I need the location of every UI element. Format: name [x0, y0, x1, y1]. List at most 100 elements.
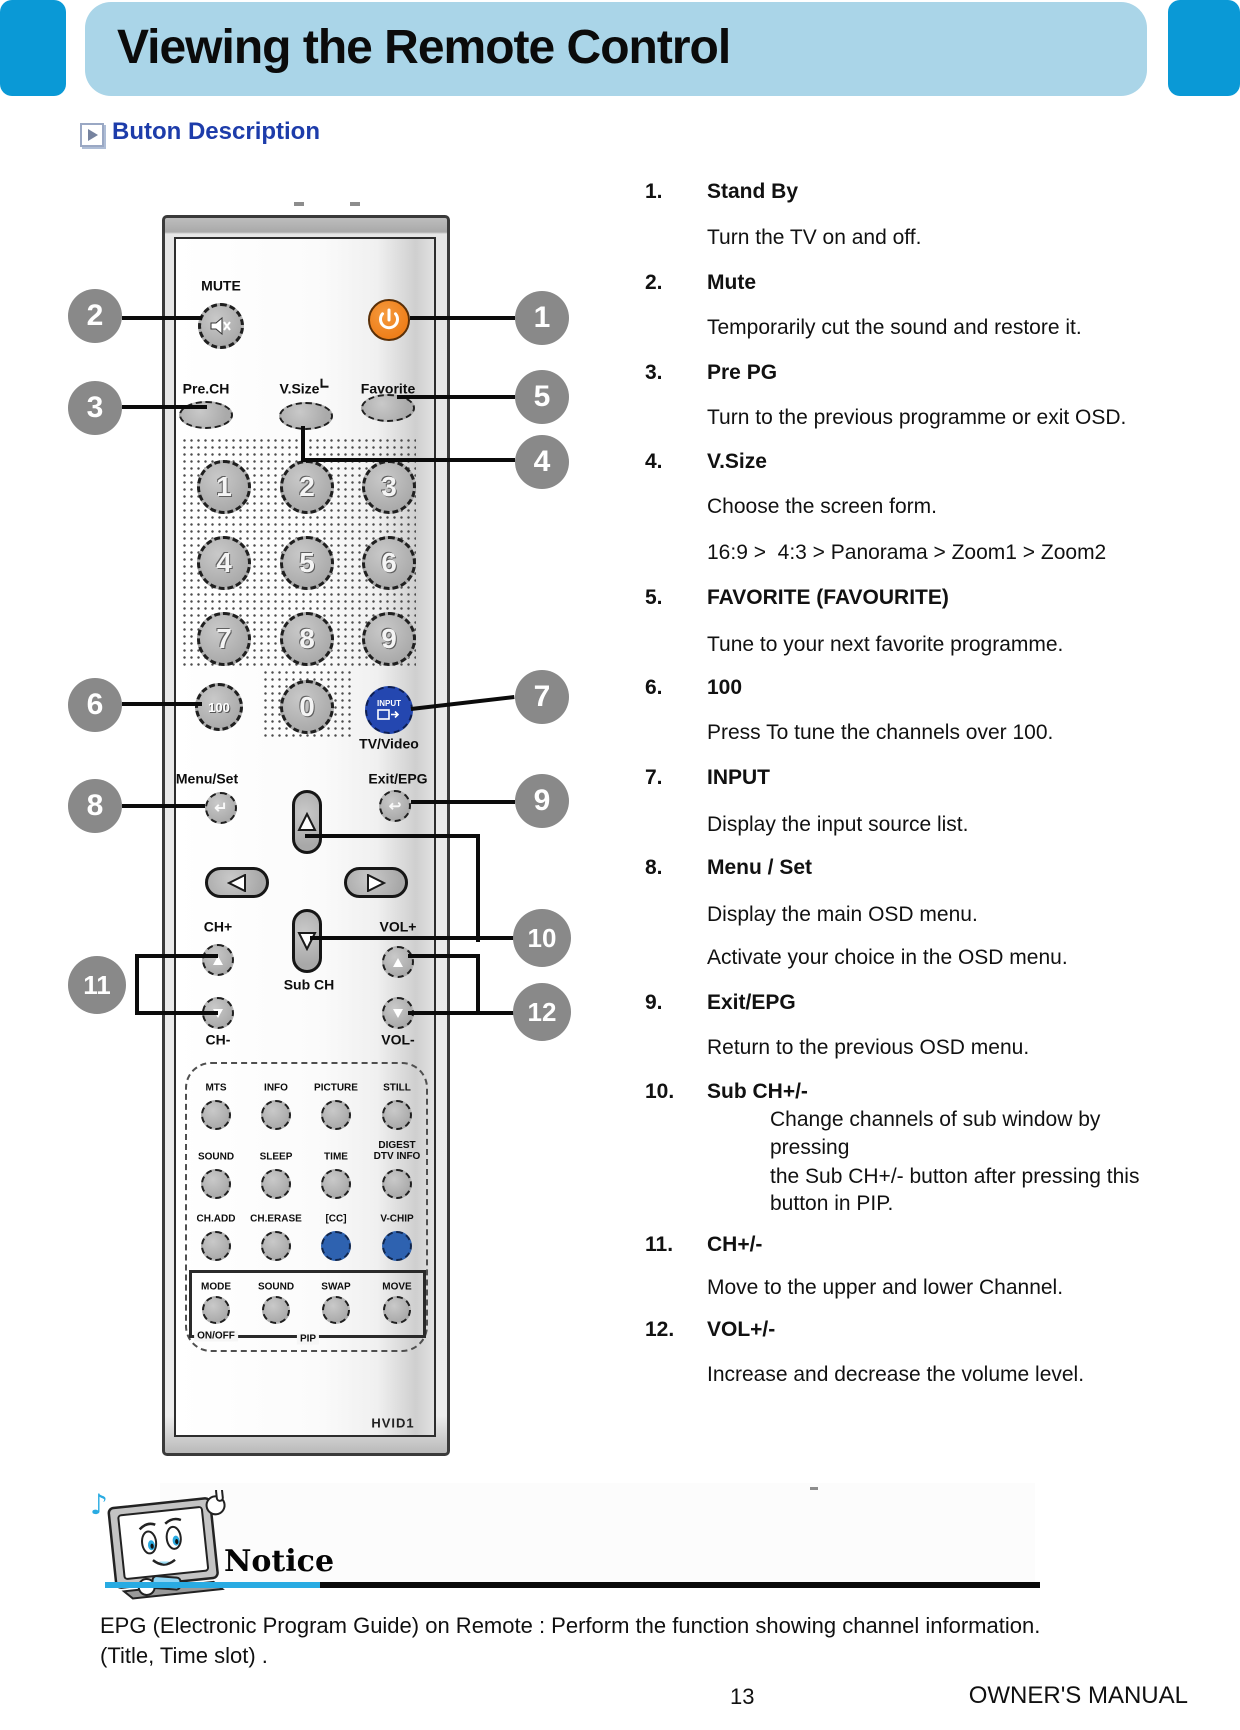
power-icon — [379, 308, 399, 330]
desc-4-body2: 16:9 > 4:3 > Panorama > Zoom1 > Zoom2 — [707, 541, 1107, 564]
desc-11-body: Move to the upper and lower Channel. — [707, 1276, 1064, 1299]
mute-button — [198, 303, 244, 349]
desc-9-header: 9.Exit/EPG — [645, 991, 796, 1014]
digit-6-button: 6 — [362, 536, 416, 590]
digit-9-button: 9 — [362, 612, 416, 666]
hundred-button: 100 — [195, 683, 243, 731]
digit-3-button: 3 — [362, 460, 416, 514]
callout-line-4 — [301, 458, 515, 462]
swap-label: SWAP — [321, 1281, 351, 1293]
input-button: INPUT — [365, 686, 413, 734]
desc-7-header: 7.INPUT — [645, 766, 770, 789]
still-label: STILL — [383, 1082, 411, 1094]
mute-speaker-icon — [210, 316, 231, 336]
up-triangle-icon — [393, 957, 403, 967]
v-chip-label: V-CHIP — [380, 1213, 414, 1225]
page-title: Viewing the Remote Control — [117, 21, 731, 74]
arrow-up-button — [292, 790, 322, 854]
desc-8-header: 8.Menu / Set — [645, 856, 813, 879]
menu-set-button: ↵ — [205, 792, 237, 824]
desc-11-header: 11.CH+/- — [645, 1233, 763, 1256]
mts-button — [201, 1100, 231, 1130]
desc-5-header: 5.FAVORITE (FAVOURITE) — [645, 586, 949, 609]
manual-label: OWNER'S MANUAL — [968, 1682, 1188, 1709]
callout-line-6 — [122, 702, 202, 706]
menu-set-label: Menu/Set — [175, 770, 239, 787]
desc-8-body: Display the main OSD menu. — [707, 903, 978, 926]
mute-label: MUTE — [201, 277, 241, 294]
tv-video-label: TV/Video — [359, 735, 419, 752]
callout-8: 8 — [68, 779, 122, 833]
callout-line-2 — [122, 316, 202, 320]
favorite-label: Favorite — [360, 380, 416, 397]
source-box-arrow-icon — [377, 708, 400, 720]
callout-11: 11 — [68, 956, 126, 1014]
arrow-up-icon — [297, 812, 317, 831]
callout-line-11-bottom — [137, 1011, 218, 1015]
move-button — [383, 1296, 411, 1324]
arrow-left-icon — [227, 873, 246, 892]
callout-12: 12 — [513, 983, 571, 1041]
page-number: 13 — [730, 1684, 755, 1709]
epg-note-line1: EPG (Electronic Program Guide) on Remote… — [100, 1613, 1041, 1638]
play-icon — [80, 123, 104, 147]
notice-rule-cyan — [105, 1582, 320, 1588]
desc-12-header: 12.VOL+/- — [645, 1318, 776, 1341]
scan-artifact-dot — [294, 202, 304, 206]
ch-add-button — [201, 1231, 231, 1261]
mode-button — [202, 1296, 230, 1324]
desc-6-header: 6.100 — [645, 676, 743, 699]
notice-rule-black — [320, 1582, 1040, 1588]
epg-note-line2: (Title, Time slot) . — [100, 1643, 268, 1668]
notice-panel — [160, 1483, 1035, 1583]
section-title: Buton Description — [112, 118, 320, 145]
vol-minus-label: VOL- — [381, 1031, 415, 1048]
pre-ch-label: Pre.CH — [182, 380, 230, 397]
callout-6: 6 — [68, 678, 122, 732]
power-button — [368, 299, 410, 341]
callout-4: 4 — [515, 435, 569, 489]
arrow-down-button — [292, 909, 322, 973]
scan-artifact-dot — [810, 1487, 818, 1490]
on-off-label: ON/OFF — [194, 1330, 238, 1342]
desc-6-body: Press To tune the channels over 100. — [707, 721, 1054, 744]
callout-line-9 — [411, 800, 515, 804]
desc-2-body: Temporarily cut the sound and restore it… — [707, 316, 1082, 339]
callout-line-12-bottom — [408, 1011, 516, 1015]
desc-12-body: Increase and decrease the volume level. — [707, 1363, 1085, 1386]
up-triangle-icon — [213, 955, 223, 965]
desc-8-body2: Activate your choice in the OSD menu. — [707, 946, 1068, 969]
sub-ch-label: Sub CH — [283, 976, 335, 993]
desc-3-header: 3.Pre PG — [645, 361, 778, 384]
ch-add-label: CH.ADD — [196, 1213, 236, 1225]
ch-erase-label: CH.ERASE — [250, 1213, 302, 1225]
desc-10-header: 10.Sub CH+/- — [645, 1080, 808, 1103]
header-right-bar — [1168, 0, 1240, 96]
callout-9: 9 — [515, 774, 569, 828]
cc-label: [CC] — [325, 1213, 347, 1225]
callout-line-10-top — [305, 834, 480, 838]
digit-0-button: 0 — [280, 680, 334, 734]
callout-1: 1 — [515, 291, 569, 345]
callout-7: 7 — [515, 670, 569, 724]
scan-artifact-dot — [350, 202, 360, 206]
sound-label: SOUND — [197, 1151, 235, 1163]
arrow-right-icon — [367, 873, 386, 892]
desc-4-header: 4.V.Size — [645, 450, 767, 473]
down-triangle-icon — [213, 1008, 223, 1018]
callout-line-12-top — [408, 954, 480, 958]
time-button — [321, 1169, 351, 1199]
digest-dtv-info-button — [382, 1169, 412, 1199]
callout-line-1 — [410, 316, 515, 320]
callout-line-10-vertical — [476, 834, 480, 942]
favorite-button — [361, 394, 415, 422]
model-code-label: HVID1 — [371, 1415, 415, 1431]
desc-10-body4: button in PIP. — [770, 1192, 894, 1215]
callout-line-3 — [122, 405, 207, 409]
desc-1-body: Turn the TV on and off. — [707, 226, 922, 249]
callout-line-12-vertical — [476, 954, 480, 1015]
callout-line-11-top — [137, 954, 218, 958]
header-banner — [85, 2, 1147, 96]
digit-2-button: 2 — [280, 460, 334, 514]
